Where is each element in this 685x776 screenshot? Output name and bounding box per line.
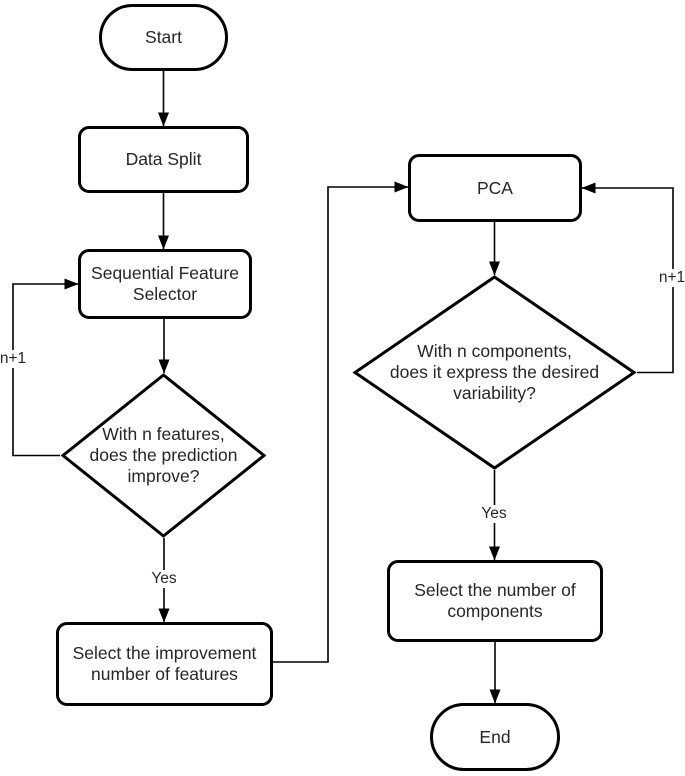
node-label-pca: PCA <box>477 177 513 198</box>
node-select-number-of-components: Select the number of components <box>387 560 603 642</box>
node-select-number-of-features: Select the improvement number of feature… <box>56 622 273 706</box>
node-components-decision: With n components, does it express the d… <box>352 275 637 470</box>
diamond-shape <box>60 373 267 538</box>
node-label-select-number-of-features: Select the improvement number of feature… <box>72 643 257 684</box>
flow-arrow-select-features-to-pca <box>273 181 409 663</box>
node-end: End <box>430 703 560 771</box>
edge-label-components-decision-n-plus-1-loop: n+1 <box>655 269 685 287</box>
node-label-features-decision: With n features, does the prediction imp… <box>89 424 238 486</box>
node-label-end: End <box>479 726 511 747</box>
node-start: Start <box>99 4 228 71</box>
node-label-sequential-feature-selector: Sequential Feature Selector <box>91 263 239 304</box>
edge-label-features-decision-yes: Yes <box>148 570 180 588</box>
edge-label-components-decision-yes: Yes <box>478 505 510 523</box>
edge-label-features-decision-n-plus-1-loop: n+1 <box>0 350 30 368</box>
node-label-select-number-of-components: Select the number of components <box>414 580 576 621</box>
node-pca: PCA <box>408 154 582 222</box>
node-sequential-feature-selector: Sequential Feature Selector <box>78 249 252 319</box>
node-label-data-split: Data Split <box>125 149 202 169</box>
diamond-shape <box>352 275 637 470</box>
node-features-decision: With n features, does the prediction imp… <box>60 373 267 538</box>
node-label-start: Start <box>145 27 182 47</box>
node-data-split: Data Split <box>78 126 249 193</box>
node-label-components-decision: With n components, does it express the d… <box>389 341 600 403</box>
flow-arrow-features-decision-n-plus-1-loop <box>12 278 79 457</box>
